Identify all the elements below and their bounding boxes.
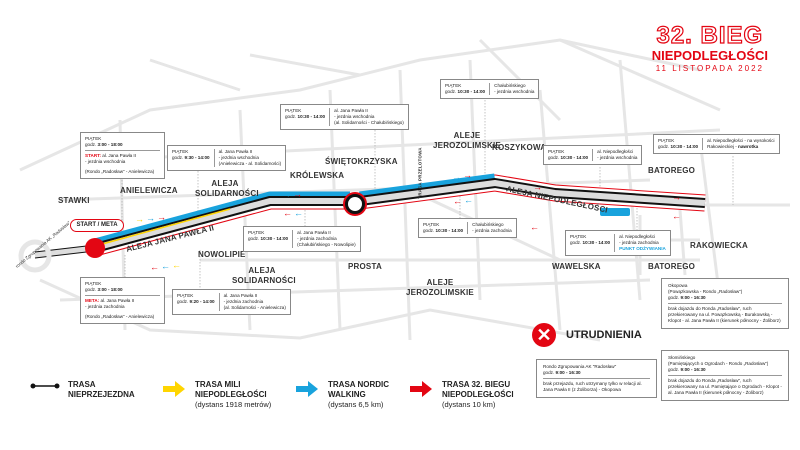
route [18,173,706,273]
street-prosta: PROSTA [348,262,382,271]
difficulty-radoslaw: Rondo Zgrupowania AK "Radosław"godz. 9:0… [536,359,657,398]
street-solidarnosci-north: ALEJA SOLIDARNOŚCI [195,179,259,198]
street-solidarnosci-south: ALEJA SOLIDARNOŚCI [232,266,296,285]
svg-text:←: ← [530,222,539,232]
street-batorego-south: BATOREGO [648,262,696,271]
start-finish-marker [85,238,105,258]
street-anielewicza: ANIELEWICZA [120,186,178,195]
svg-text:←: ← [672,211,681,221]
event-date: 11 LISTOPADA 2022 [655,64,764,73]
svg-text:←: ← [453,196,462,206]
street-jerozolimskie-south: ALEJE JEROZOLIMSKIE [406,278,474,297]
street-wawelska: WAWELSKA [552,262,601,271]
street-nowolipie: NOWOLIPIE [198,250,246,259]
street-krolewska: KRÓLEWSKA [290,171,345,180]
title-line-2: NIEPODLEGŁOŚCI [651,48,768,63]
event-title: 32. BIEG NIEPODLEGŁOŚCI 11 LISTOPADA 202… [651,22,768,75]
svg-text:←: ← [283,208,292,218]
street-jerozolimskie-north: ALEJE JEROZOLIMSKIE [433,131,501,150]
svg-text:→: → [135,214,144,224]
svg-text:→: → [672,192,681,202]
title-line-1: 32. BIEG [656,22,764,49]
svg-text:←: ← [172,260,181,270]
leader-lines [121,100,734,288]
close-x-icon: ✕ [532,323,556,347]
yellow-arrow-icon [163,381,185,397]
difficulties-heading: ✕ UTRUDNIENIA [532,323,642,347]
difficulty-slominskiego: Słomińskiego(Pamiętających o Ogrodach - … [661,350,789,401]
svg-text:→: → [463,170,472,180]
refreshment-point-marker [600,208,630,216]
blue-arrow-icon [296,381,318,397]
svg-text:→: → [146,213,155,223]
street-swietokrzyska: ŚWIĘTOKRZYSKA [325,157,398,166]
street-stawki: STAWKI [58,196,90,205]
difficulty-okopowa: Okopowa(Powązkowska - Rondo „Radosław”)g… [661,278,789,329]
svg-text:→: → [282,189,291,199]
street-rakowiecka: RAKOWIECKA [690,241,748,250]
svg-text:→: → [452,172,461,182]
svg-text:→: → [533,182,542,192]
svg-text:←: ← [464,195,473,205]
start-meta-label: START / META [70,219,124,232]
street-koszykowa: KOSZYKOWA [492,143,547,152]
street-batorego-north: BATOREGO [648,166,696,175]
svg-text:←: ← [150,262,159,272]
svg-text:←: ← [161,261,170,271]
svg-text:→: → [157,212,166,222]
svg-text:←: ← [294,208,303,218]
red-arrow-icon [410,381,432,397]
closed-route-icon [30,383,60,389]
direction-arrows: →→→ ←←← →→ ←← →→ ←← →← →← [135,170,681,272]
svg-text:→: → [293,189,302,199]
street-trasa-przelotowa: TRASA PRZELOTOWA [417,147,423,199]
